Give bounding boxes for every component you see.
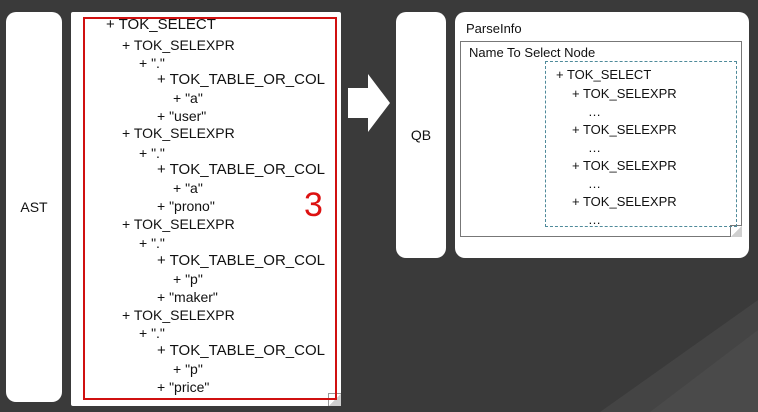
ast-node: + "maker" — [157, 289, 218, 305]
ast-node: + TOK_SELEXPR — [122, 216, 235, 232]
parseinfo-title: ParseInfo — [466, 21, 522, 36]
ast-node: + "user" — [157, 108, 207, 124]
ast-node: + TOK_TABLE_OR_COL — [157, 71, 325, 88]
select-node-item: … — [588, 104, 601, 119]
ast-node: + TOK_SELEXPR — [122, 37, 235, 53]
ast-node: + TOK_TABLE_OR_COL — [157, 161, 325, 178]
ast-node: + "." — [139, 145, 165, 161]
ast-highlight-frame — [83, 17, 337, 400]
name-to-select-title: Name To Select Node — [469, 45, 596, 60]
ast-node: + "a" — [173, 90, 203, 106]
ast-node: + "." — [139, 55, 165, 71]
ast-node: + "p" — [173, 361, 203, 377]
select-node-item: + TOK_SELECT — [556, 67, 652, 82]
select-node-item: + TOK_SELEXPR — [572, 122, 677, 137]
ast-node: + "." — [139, 325, 165, 341]
ast-number: 3 — [304, 186, 323, 224]
ast-node: + "prono" — [157, 198, 215, 214]
ast-node: + TOK_SELEXPR — [122, 125, 235, 141]
ast-node: + "." — [139, 235, 165, 251]
ast-node: + TOK_SELECT — [106, 16, 216, 33]
ast-node: + "price" — [157, 379, 210, 395]
select-node-item: … — [588, 176, 601, 191]
select-node-item: + TOK_SELEXPR — [572, 86, 677, 101]
ast-node: + TOK_SELEXPR — [122, 307, 235, 323]
ast-label-box: AST — [6, 12, 62, 402]
select-node-item: + TOK_SELEXPR — [572, 194, 677, 209]
qb-label: QB — [410, 127, 432, 143]
ast-node: + "a" — [173, 180, 203, 196]
ast-node: + "p" — [173, 271, 203, 287]
select-node-item: + TOK_SELEXPR — [572, 158, 677, 173]
select-node-dashed-box — [545, 61, 737, 227]
select-node-item: … — [588, 212, 601, 227]
ast-label: AST — [20, 199, 48, 215]
select-node-item: … — [588, 140, 601, 155]
qb-label-box: QB — [396, 12, 446, 258]
name-to-select-card — [460, 41, 742, 237]
ast-node: + TOK_TABLE_OR_COL — [157, 342, 325, 359]
ast-card — [71, 12, 341, 406]
ast-node: + TOK_TABLE_OR_COL — [157, 252, 325, 269]
arrow-right-icon — [348, 74, 390, 132]
